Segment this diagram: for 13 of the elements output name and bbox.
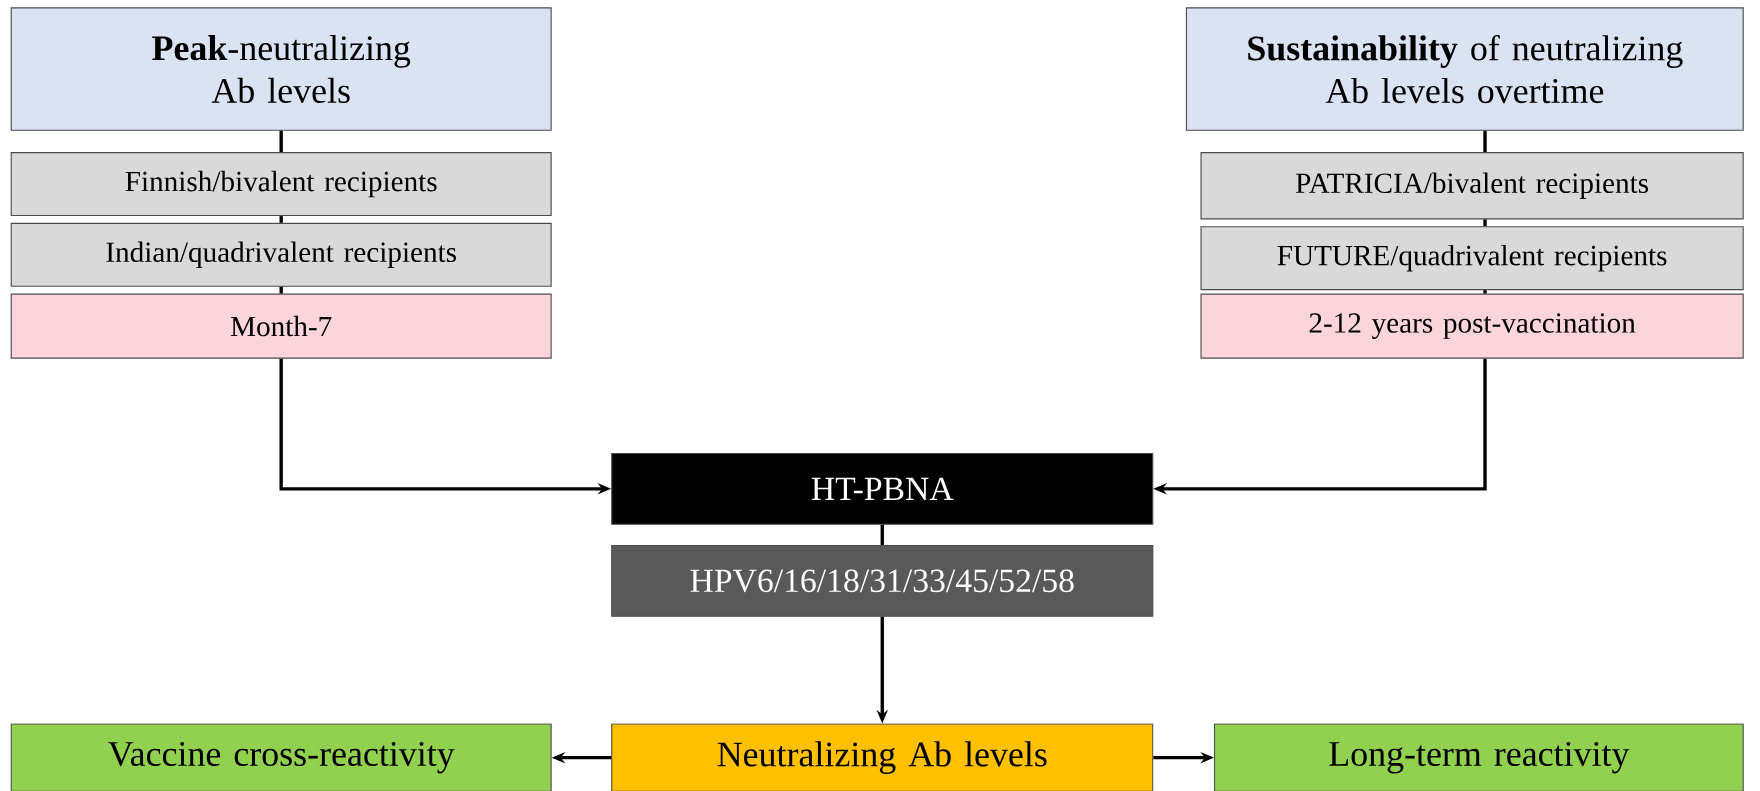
outcome-box: Long-term reactivity — [1213, 723, 1744, 791]
result-box: Neutralizing Ab levels — [611, 723, 1154, 791]
group-box: PATRICIA/bivalent recipients — [1200, 151, 1744, 220]
type-box: HPV6/16/18/31/33/45/52/58 — [611, 544, 1154, 617]
group-box: Indian/quadrivalent recipients — [10, 222, 552, 287]
group-box: Finnish/bivalent recipients — [10, 151, 552, 216]
assay-box: HT-PBNA — [611, 452, 1154, 525]
outcome-box: Vaccine cross-reactivity — [10, 723, 552, 791]
group-box: FUTURE/quadrivalent recipients — [1200, 226, 1744, 290]
time-box: Month-7 — [10, 293, 552, 359]
time-box: 2-12 years post-vaccination — [1200, 293, 1744, 359]
title-box: Sustainability of neutralizing Ab levels overtime — [1185, 7, 1744, 131]
title-box: Peak-neutralizing Ab levels — [10, 7, 552, 131]
